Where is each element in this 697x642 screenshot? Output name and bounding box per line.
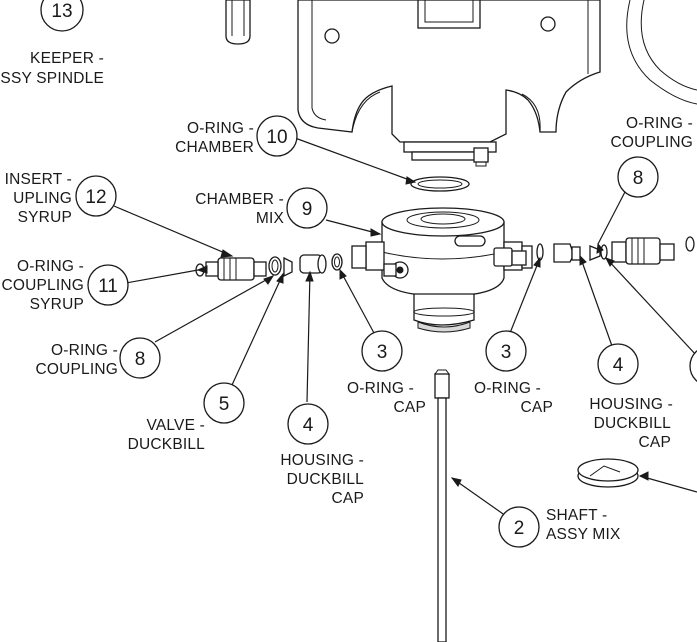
shaft-assy-mix-part	[434, 369, 450, 642]
callout-partial-right-edge	[689, 349, 697, 383]
keeper-spindle-part	[225, 0, 251, 45]
callout-number: 3	[377, 342, 388, 363]
callout-number: 4	[303, 415, 314, 436]
callout-number: 9	[302, 199, 313, 220]
label-line: O-RING -	[626, 115, 693, 132]
dispenser-housing	[297, 0, 601, 167]
right-fittings-part	[493, 243, 544, 267]
label-chamber-mix: CHAMBER - MIX	[195, 191, 284, 227]
label-housing-duckbill-cap-right: HOUSING - DUCKBILL CAP	[589, 396, 673, 451]
label-line: SYRUP	[30, 296, 84, 313]
callout-3-left: 3	[361, 330, 403, 372]
label-line: INSERT -	[5, 171, 72, 188]
label-line: CAP	[332, 490, 364, 507]
label-o-ring-chamber: O-RING - CHAMBER	[175, 120, 254, 156]
o-ring-chamber-part	[410, 176, 470, 192]
label-housing-duckbill-cap-left: HOUSING - DUCKBILL CAP	[280, 452, 364, 507]
callout-number: 3	[501, 342, 512, 363]
label-o-ring-coupling-right: O-RING - COUPLING	[610, 115, 693, 151]
label-line: CAP	[394, 399, 426, 416]
label-line: O-RING -	[51, 342, 118, 359]
callout-number: 4	[613, 355, 624, 376]
callout-10: 10	[256, 115, 298, 157]
label-line: KEEPER -	[30, 50, 104, 67]
label-line: HOUSING -	[280, 452, 364, 469]
label-o-ring-coupling-syrup: O-RING - COUPLING SYRUP	[1, 258, 84, 313]
callout-number: 8	[633, 168, 644, 189]
callout-9: 9	[286, 187, 328, 229]
callout-number: 13	[51, 1, 72, 22]
label-line: COUPLING	[35, 361, 118, 378]
label-shaft-assy-mix: SHAFT - ASSY MIX	[546, 507, 621, 543]
label-line: O-RING -	[347, 380, 414, 397]
callout-3-right: 3	[485, 330, 527, 372]
o-ring-coupling-syrup-part	[268, 256, 282, 276]
label-line: DUCKBILL	[287, 471, 365, 488]
label-line: ASSY MIX	[546, 526, 621, 543]
housing-duckbill-cap-left-part	[299, 254, 327, 274]
callout-number: 12	[85, 187, 106, 208]
label-line: VALVE -	[146, 417, 205, 434]
mix-chamber-part	[351, 207, 533, 333]
label-keeper-spindle: KEEPER - SSY SPINDLE	[0, 50, 104, 87]
label-line: CAP	[639, 434, 671, 451]
label-line: COUPLING	[1, 277, 84, 294]
label-o-ring-cap-right: O-RING - CAP	[474, 380, 553, 416]
housing-duckbill-cap-right-part	[553, 243, 581, 263]
label-line: CHAMBER	[175, 139, 254, 156]
label-o-ring-coupling-left: O-RING - COUPLING	[35, 342, 118, 378]
large-ring-part	[626, 0, 697, 105]
label-line: UPLING	[13, 190, 72, 207]
label-line: O-RING -	[17, 258, 84, 275]
valve-duckbill-part	[283, 256, 293, 278]
callout-8-left: 8	[119, 337, 161, 379]
label-line: CHAMBER -	[195, 191, 284, 208]
label-line: COUPLING	[610, 134, 693, 151]
callout-4-left: 4	[287, 403, 329, 445]
callout-number: 8	[135, 349, 146, 370]
callout-13-top: 13	[40, 0, 84, 32]
callout-8-right: 8	[617, 156, 659, 198]
label-o-ring-cap-left: O-RING - CAP	[347, 380, 426, 416]
label-insert-coupling-syrup: INSERT - UPLING SYRUP	[5, 171, 72, 226]
callout-12: 12	[75, 175, 117, 217]
label-line: SYRUP	[18, 209, 72, 226]
label-valve-duckbill: VALVE - DUCKBILL	[128, 417, 206, 453]
label-line: O-RING -	[187, 120, 254, 137]
lower-right-component-part	[577, 458, 639, 488]
label-line: CAP	[521, 399, 553, 416]
callout-11: 11	[87, 264, 129, 306]
insert-coupling-syrup-part	[195, 257, 267, 281]
label-line: MIX	[256, 210, 285, 227]
label-line: SSY SPINDLE	[0, 70, 104, 87]
callout-4-right: 4	[597, 343, 639, 385]
label-line: SHAFT -	[546, 507, 607, 524]
label-line: HOUSING -	[589, 396, 673, 413]
callout-number: 10	[266, 127, 287, 148]
o-ring-cap-left-part	[331, 253, 343, 271]
callout-number: 11	[98, 276, 118, 297]
label-line: O-RING -	[474, 380, 541, 397]
callout-number: 2	[514, 518, 525, 539]
label-line: DUCKBILL	[594, 415, 672, 432]
callout-5: 5	[203, 382, 245, 424]
callout-number: 5	[219, 394, 230, 415]
right-valve-coupling-part	[589, 236, 695, 265]
label-line: DUCKBILL	[128, 436, 206, 453]
callout-2: 2	[498, 506, 540, 548]
leader-lines	[113, 137, 697, 517]
